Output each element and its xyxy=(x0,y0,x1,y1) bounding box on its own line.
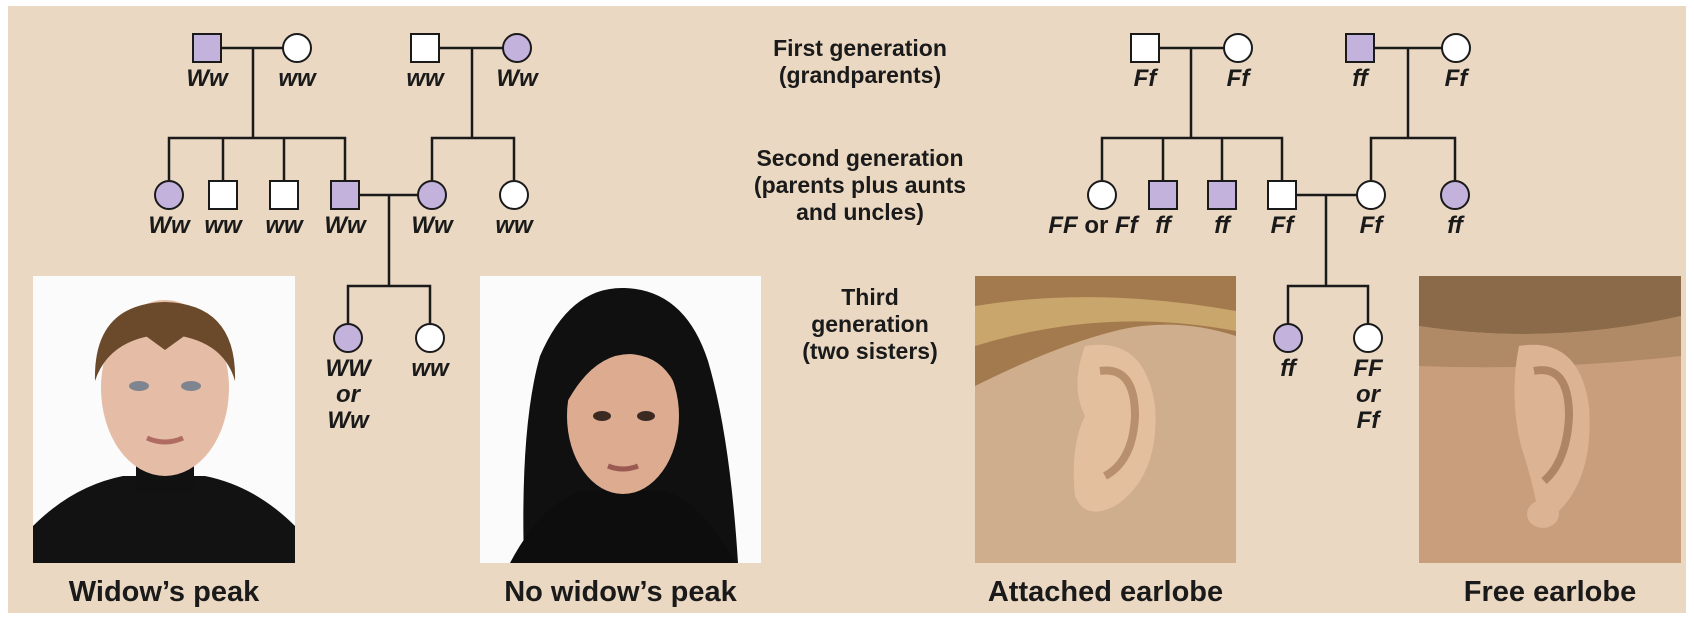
widow-sibship-left xyxy=(167,136,347,180)
widow-gen2-genotype-3: ww xyxy=(265,212,304,239)
earlobe-gen2-person-4 xyxy=(1267,180,1297,210)
generation-label-first-line-1: First generation xyxy=(773,35,947,61)
earlobe-gen2-genotype-2: ff xyxy=(1155,212,1173,239)
caption-free-earlobe: Free earlobe xyxy=(1463,576,1637,608)
widow-gen2-person-2 xyxy=(208,180,238,210)
earlobe-gen3-genotype-2-line-3: Ff xyxy=(1357,407,1382,434)
widow-gen2-person-1 xyxy=(154,180,184,210)
widow-gen1-grandfather-left xyxy=(192,33,222,63)
earlobe-gen3-genotype-2-line-2: or xyxy=(1356,381,1382,408)
earlobe-gen2-person-1 xyxy=(1087,180,1117,210)
earlobe-gen1-genotype-1: Ff xyxy=(1134,65,1159,92)
earlobe-sibship-right xyxy=(1369,136,1457,180)
earlobe-gen2-person-6 xyxy=(1440,180,1470,210)
earlobe-gen3-sister-1 xyxy=(1273,323,1303,353)
widow-gen1-genotype-4: Ww xyxy=(496,65,539,92)
widow-gen2-genotype-2: ww xyxy=(204,212,243,239)
widow-gen3-sibship xyxy=(346,284,432,338)
widow-gen2-genotype-5: Ww xyxy=(411,212,454,239)
caption-widows-peak: Widow’s peak xyxy=(68,576,260,608)
earlobe-gen2-genotype-5: Ff xyxy=(1360,212,1385,239)
attached-earlobe-photo xyxy=(975,276,1236,563)
widow-gen3-sister-2 xyxy=(415,323,445,353)
generation-label-third-line-3: (two sisters) xyxy=(802,338,937,364)
earlobe-gen3-sister-2 xyxy=(1353,323,1383,353)
earlobe-sibship-left xyxy=(1100,136,1284,180)
widow-gen1-grandmother-left xyxy=(282,33,312,63)
earlobe-gen1-grandmother-right xyxy=(1441,33,1471,63)
earlobe-gen1-grandfather-right xyxy=(1345,33,1375,63)
widow-gen3-genotype-2: ww xyxy=(411,355,450,382)
generation-label-second-line-3: and uncles) xyxy=(796,199,924,225)
earlobe-gen3-sibship xyxy=(1286,284,1370,338)
widow-gen3-genotype-1-line-3: Ww xyxy=(327,407,370,434)
earlobe-gen3-genotype-1: ff xyxy=(1280,355,1298,382)
earlobe-gen1-grandfather-left xyxy=(1130,33,1160,63)
earlobe-gen2-genotype-1: FF or Ff xyxy=(1048,212,1139,239)
earlobe-gen2-genotype-3: ff xyxy=(1214,212,1232,239)
widow-gen2-genotype-6: ww xyxy=(495,212,534,239)
widow-gen2-person-6 xyxy=(499,180,529,210)
widow-gen1-genotype-2: ww xyxy=(278,65,317,92)
widow-gen2-person-4 xyxy=(330,180,360,210)
generation-label-third-line-2: generation xyxy=(811,311,929,337)
earlobe-gen1-genotype-3: ff xyxy=(1352,65,1370,92)
widows-peak-photo xyxy=(33,276,295,563)
widow-gen2-person-5 xyxy=(417,180,447,210)
widow-gen1-grandmother-right xyxy=(502,33,532,63)
caption-no-widows-peak: No widow’s peak xyxy=(504,576,737,608)
widow-sibship-right xyxy=(430,136,516,180)
widow-gen3-genotype-1-line-1: WW xyxy=(325,355,373,382)
widow-gen3-sister-1 xyxy=(333,323,363,353)
generation-label-second-line-2: (parents plus aunts xyxy=(754,172,966,198)
generation-label-second-line-1: Second generation xyxy=(756,145,963,171)
earlobe-gen2-genotype-4: Ff xyxy=(1271,212,1296,239)
generation-label-third-line-1: Third xyxy=(841,284,899,310)
widow-gen2-genotype-4: Ww xyxy=(324,212,367,239)
caption-attached-earlobe: Attached earlobe xyxy=(987,576,1224,608)
no-widows-peak-photo xyxy=(480,276,761,563)
earlobe-gen1-grandmother-left xyxy=(1223,33,1253,63)
generation-label-first-line-2: (grandparents) xyxy=(779,62,941,88)
earlobe-gen1-genotype-4: Ff xyxy=(1445,65,1470,92)
earlobe-gen2-person-2 xyxy=(1148,180,1178,210)
widow-gen2-genotype-1: Ww xyxy=(148,212,191,239)
earlobe-gen2-genotype-6: ff xyxy=(1447,212,1465,239)
widow-gen1-genotype-3: ww xyxy=(406,65,445,92)
earlobe-gen1-genotype-2: Ff xyxy=(1227,65,1252,92)
earlobe-gen3-genotype-2-line-1: FF xyxy=(1353,355,1384,382)
widow-gen1-genotype-1: Ww xyxy=(186,65,229,92)
widow-gen1-grandfather-right xyxy=(410,33,440,63)
earlobe-gen2-person-5 xyxy=(1356,180,1386,210)
free-earlobe-photo xyxy=(1419,276,1681,563)
widow-gen3-genotype-1-line-2: or xyxy=(336,381,362,408)
earlobe-gen2-person-3 xyxy=(1207,180,1237,210)
widow-gen2-person-3 xyxy=(269,180,299,210)
